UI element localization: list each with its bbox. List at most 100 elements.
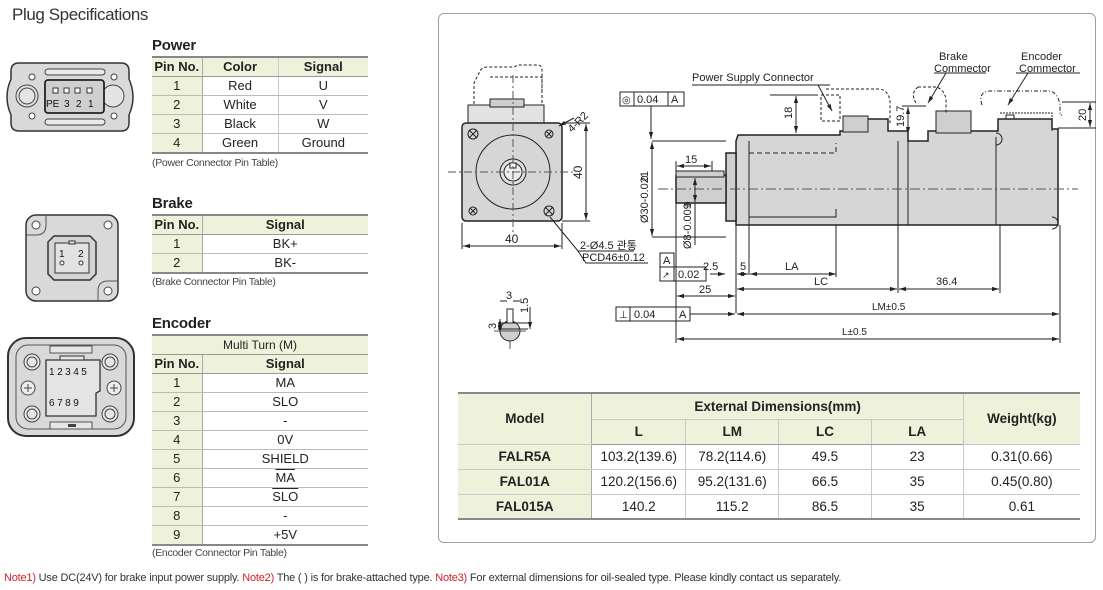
pin-number: 2 <box>152 95 203 115</box>
runout-value: 0.02 <box>678 269 699 281</box>
shaft-diameter-label: Ø8-0.009 <box>682 203 694 249</box>
dim-25-label: 25 <box>699 284 711 296</box>
l-cell: 120.2(156.6) <box>591 469 686 495</box>
key-depth-label: 1.5 <box>519 298 531 313</box>
note-label: Note3) <box>435 572 468 584</box>
note-label: Note2) <box>242 572 275 584</box>
col-header: Signal <box>202 214 368 235</box>
col-header-la: LA <box>870 419 964 445</box>
concentricity-value: 0.04 <box>637 94 658 106</box>
wire-color: Green <box>202 133 279 154</box>
brake-table-caption: (Brake Connector Pin Table) <box>152 276 276 288</box>
dim-lc-label: LC <box>814 276 828 288</box>
encoder-connector-label: Commector <box>1019 63 1076 75</box>
col-header: Pin No. <box>152 354 203 374</box>
power-pin-label: 1 <box>88 99 94 110</box>
la-cell: 35 <box>870 494 964 520</box>
power-pin-label: PE <box>46 99 60 110</box>
note-text: Use DC(24V) for brake input power supply… <box>35 572 243 584</box>
wire-color: Red <box>202 76 279 96</box>
dim-5-label: 5 <box>740 261 746 273</box>
signal: U <box>278 76 368 96</box>
brake-pin-label: 1 <box>59 249 65 260</box>
signal: MA <box>202 468 368 488</box>
concentricity-icon: ◎ <box>622 95 631 106</box>
power-pin-table: Pin No. Color Signal 1 Red U 2 White V 3… <box>152 56 368 154</box>
lm-cell: 95.2(131.6) <box>685 469 779 495</box>
note-label: Note1) <box>4 572 36 584</box>
lm-cell: 115.2 <box>685 494 779 520</box>
holes-label: 2-Ø4.5 관통 <box>580 239 637 252</box>
table-row: 9+5V <box>152 525 368 546</box>
brake-connector-diagram: 1 2 <box>25 214 119 302</box>
wire-color: Black <box>202 114 279 134</box>
col-header: Pin No. <box>152 214 203 235</box>
flange-height-label: 40 <box>571 165 585 179</box>
signal: Ground <box>278 133 368 154</box>
runout-icon: ↗ <box>662 270 670 280</box>
lm-cell: 78.2(114.6) <box>685 444 779 470</box>
power-table-caption: (Power Connector Pin Table) <box>152 157 278 169</box>
dim-la-label: LA <box>785 261 799 273</box>
signal: 0V <box>202 430 368 450</box>
key-length-label: 15 <box>685 154 697 166</box>
pin-number: 1 <box>152 76 203 96</box>
signal: SLO <box>202 392 368 412</box>
wire-color: White <box>202 95 279 115</box>
signal: SHIELD <box>202 449 368 469</box>
power-pin-label: 3 <box>64 99 70 110</box>
pin-number: 6 <box>152 468 203 488</box>
note-text: The ( ) is for brake-attached type. <box>274 572 436 584</box>
spigot-zero-label: 0 <box>640 175 651 181</box>
dim-2-5-label: 2.5 <box>703 261 718 273</box>
table-row: 1 BK+ <box>152 234 368 254</box>
brake-connector-label: Brake <box>939 51 968 63</box>
power-connector-diagram: PE 3 2 1 <box>6 62 134 132</box>
col-header: Signal <box>278 56 368 77</box>
col-header-l: L <box>591 419 686 445</box>
lc-cell: 86.5 <box>778 494 872 520</box>
table-row: FALR5A 103.2(139.6) 78.2(114.6) 49.5 23 … <box>458 444 1080 470</box>
pin-number: 8 <box>152 506 203 526</box>
dimension-drawing-panel <box>438 13 1096 543</box>
motor-dimension-drawing: 4-R2 40 40 2-Ø4.5 관통 PCD46±0.12 3 3 1.5 … <box>448 51 1096 349</box>
table-row: 4 Green Ground <box>152 133 368 154</box>
note-text: For external dimensions for oil-sealed t… <box>467 572 842 584</box>
dim-20-label: 20 <box>1077 109 1089 121</box>
lc-cell: 49.5 <box>778 444 872 470</box>
table-row: 2 White V <box>152 95 368 115</box>
encoder-table-caption: (Encoder Connector Pin Table) <box>152 547 287 559</box>
signal: - <box>202 506 368 526</box>
col-header-weight: Weight(kg) <box>962 392 1080 445</box>
datum-a-ref: A <box>679 309 687 321</box>
table-row: 8- <box>152 506 368 526</box>
brake-connector-label: Commector <box>934 63 991 75</box>
col-header: Pin No. <box>152 56 203 77</box>
col-header-model: Model <box>458 392 593 445</box>
key-height-label: 3 <box>487 323 499 329</box>
pin-number: 2 <box>152 392 203 412</box>
weight-cell: 0.31(0.66) <box>962 444 1080 470</box>
power-pin-label: 2 <box>76 99 82 110</box>
model-cell: FALR5A <box>458 444 593 470</box>
la-cell: 35 <box>870 469 964 495</box>
dim-19-7-label: 19.7 <box>895 106 907 127</box>
l-cell: 103.2(139.6) <box>591 444 686 470</box>
signal: V <box>278 95 368 115</box>
perpendicularity-icon: ⊥ <box>619 310 628 321</box>
pin-number: 5 <box>152 449 203 469</box>
encoder-connector-label: Encoder <box>1021 51 1062 63</box>
signal: W <box>278 114 368 134</box>
pin-number: 4 <box>152 430 203 450</box>
col-header: Signal <box>202 354 368 374</box>
power-supply-connector-label: Power Supply Connector <box>692 72 814 84</box>
key-width-label: 3 <box>506 290 512 302</box>
